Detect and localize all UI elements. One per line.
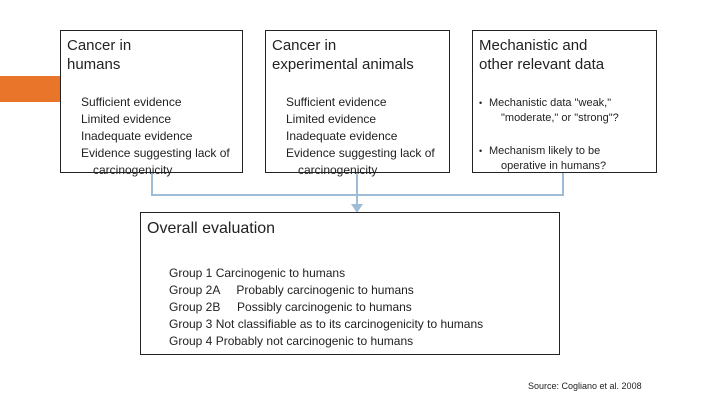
list-item: Group 4 Probably not carcinogenic to hum…: [169, 334, 414, 348]
list-item: Group 1 Carcinogenic to humans: [169, 266, 346, 280]
group-list: Group 1 Carcinogenic to humans Group 2A …: [147, 265, 553, 350]
list-item: •Mechanistic data "weak,""moderate," or …: [479, 97, 619, 124]
arrow-head-icon: [351, 204, 363, 213]
list-item: Sufficient evidence: [286, 95, 387, 109]
bullet-icon: •: [479, 146, 483, 156]
list-item: Inadequate evidence: [81, 129, 193, 143]
list-item: Group 3 Not classifiable as to its carci…: [169, 317, 484, 331]
overall-evaluation-box: Overall evaluation Group 1 Carcinogenic …: [140, 212, 560, 355]
source-citation: Source: Cogliano et al. 2008: [528, 381, 642, 391]
evidence-list: Sufficient evidence Limited evidence Ina…: [272, 94, 443, 179]
cancer-in-animals-box: Cancer in experimental animals Sufficien…: [265, 30, 450, 177]
list-item: Group 2B Possibly carcinogenic to humans: [169, 300, 412, 314]
connector-humans: [151, 173, 355, 196]
list-item: Inadequate evidence: [286, 129, 398, 143]
box-title: Mechanistic and other relevant data: [479, 37, 605, 73]
list-item: Limited evidence: [286, 112, 377, 126]
overall-title: Overall evaluation: [147, 220, 276, 237]
connector-mechanistic: [355, 173, 564, 196]
box-title: Cancer in experimental animals: [272, 37, 414, 73]
accent-bar: [0, 76, 60, 102]
list-item: Sufficient evidence: [81, 95, 182, 109]
cancer-in-humans-box: Cancer in humans Sufficient evidence Lim…: [60, 30, 243, 177]
evidence-list: Sufficient evidence Limited evidence Ina…: [67, 94, 236, 179]
list-item: Limited evidence: [81, 112, 172, 126]
mechanistic-list: •Mechanistic data "weak,""moderate," or …: [479, 96, 650, 174]
list-item: Group 2A Probably carcinogenic to humans: [169, 283, 414, 297]
bullet-icon: •: [479, 98, 483, 108]
mechanistic-data-box: Mechanistic and other relevant data •Mec…: [472, 30, 657, 173]
box-title: Cancer in humans: [67, 37, 132, 73]
